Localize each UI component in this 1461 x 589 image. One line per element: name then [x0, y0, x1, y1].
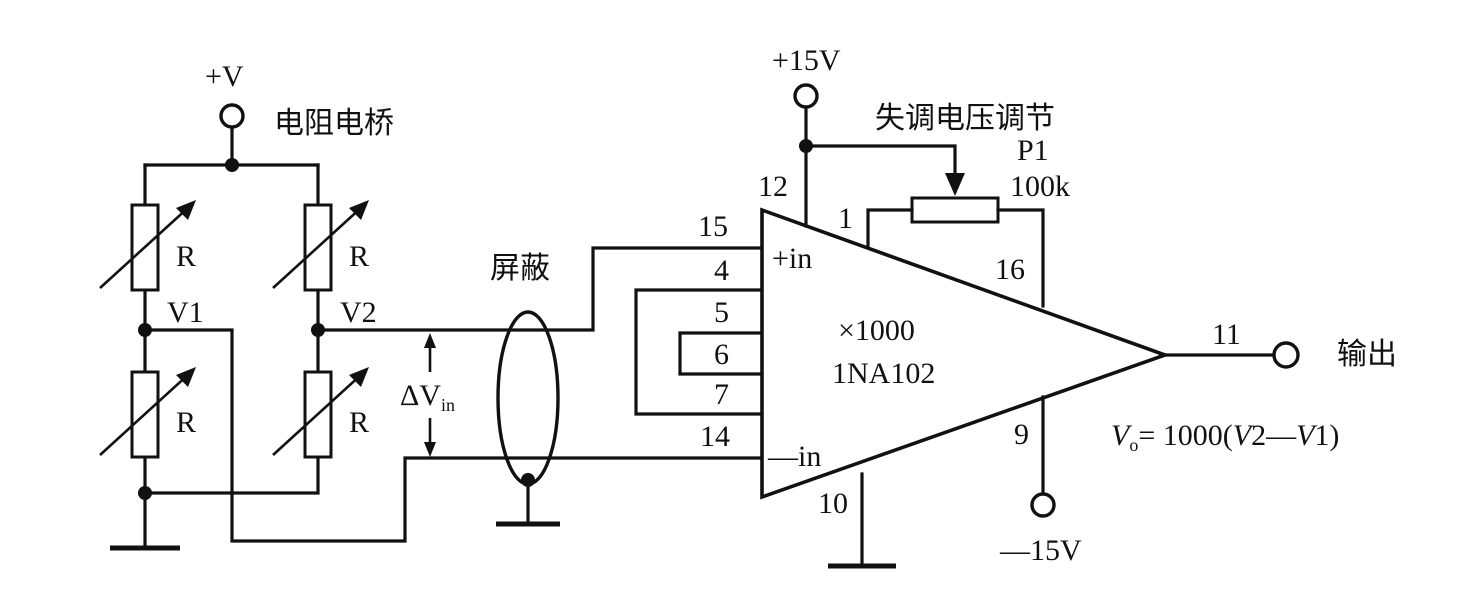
plus-15v-label: +15V [772, 44, 841, 77]
r-bottom-left-label: R [176, 406, 196, 439]
minus-15v-terminal [1030, 492, 1056, 518]
instrumentation-amplifier [760, 83, 1300, 569]
input-wiring [143, 246, 762, 543]
shield-label: 屏蔽 [490, 251, 550, 286]
v1-label: V1 [167, 296, 204, 329]
wire-pin1-to-pot [866, 208, 914, 247]
junction-top [225, 158, 239, 172]
delta-v-text: ΔV [400, 379, 441, 412]
wire-pin4-to-pin7 [634, 288, 762, 416]
formula-v1: V [1296, 419, 1318, 452]
plus-15v-terminal [793, 83, 819, 109]
pin-9-label: 9 [1014, 418, 1029, 451]
pot-value-label: 100k [1010, 170, 1070, 203]
r-top-left-label: R [176, 240, 196, 273]
r-top-right-label: R [349, 240, 369, 273]
junction-bottom [138, 486, 152, 500]
wire-to-pot-wiper [804, 144, 957, 177]
formula-vo: V [1111, 419, 1133, 452]
pin-7-label: 7 [714, 378, 729, 411]
output-formula: Vo= 1000(V2—V1) [1111, 419, 1339, 455]
v2-label: V2 [340, 296, 377, 329]
pin-12-label: 12 [758, 170, 788, 203]
pot-name-label: P1 [1017, 134, 1049, 167]
wire-pin5-to-pin6 [678, 331, 762, 376]
labels: +V 电阻电桥 R R R R V1 V2 ΔVin 屏蔽 +15V 失调电压调… [167, 44, 1397, 567]
wire-pot-to-pin16 [996, 208, 1045, 308]
shield [496, 310, 560, 527]
resistor-top-right [272, 200, 369, 292]
pin-5-label: 5 [714, 296, 729, 329]
resistor-bottom-right [272, 367, 369, 459]
delta-vin-indicator [424, 333, 436, 457]
formula-end: 1) [1314, 419, 1339, 452]
pin-11-label: 11 [1212, 318, 1241, 351]
plus-v-terminal [219, 103, 245, 129]
pin-4-label: 4 [714, 254, 729, 287]
delta-v-subscript: in [441, 395, 455, 415]
resistor-bottom-left [99, 367, 196, 459]
pin-10-label: 10 [818, 487, 848, 520]
output-label: 输出 [1337, 337, 1397, 372]
wire-v2-to-plus-in [316, 246, 762, 332]
formula-mid: 2— [1251, 419, 1297, 452]
amplifier-triangle [760, 207, 1171, 500]
formula-vo-subscript: o [1129, 435, 1138, 455]
plus-in-label: +in [772, 242, 812, 275]
wire-v1-to-minus-in [143, 328, 762, 543]
r-bottom-right-label: R [349, 406, 369, 439]
delta-vin-label: ΔVin [400, 379, 455, 415]
formula-eq: = 1000( [1138, 419, 1232, 452]
pin-6-label: 6 [714, 338, 729, 371]
resistor-top-left [99, 200, 196, 292]
resistor-bridge [99, 103, 369, 551]
pin-16-label: 16 [995, 253, 1025, 286]
plus-v-label: +V [205, 60, 244, 93]
potentiometer-p1 [910, 196, 1000, 224]
offset-adjust-label: 失调电压调节 [875, 101, 1055, 136]
gain-label: ×1000 [838, 314, 915, 347]
pin-14-label: 14 [700, 420, 730, 453]
pot-wiper-arrow [945, 173, 965, 196]
formula-v2: V [1233, 419, 1255, 452]
pin-15-label: 15 [698, 210, 728, 243]
output-terminal [1272, 341, 1300, 369]
bridge-title: 电阻电桥 [274, 106, 394, 141]
minus-15v-label: —15V [999, 534, 1082, 567]
amp-model-label: 1NA102 [832, 357, 935, 390]
minus-in-label: —in [767, 440, 821, 473]
pin-1-label: 1 [838, 202, 853, 235]
